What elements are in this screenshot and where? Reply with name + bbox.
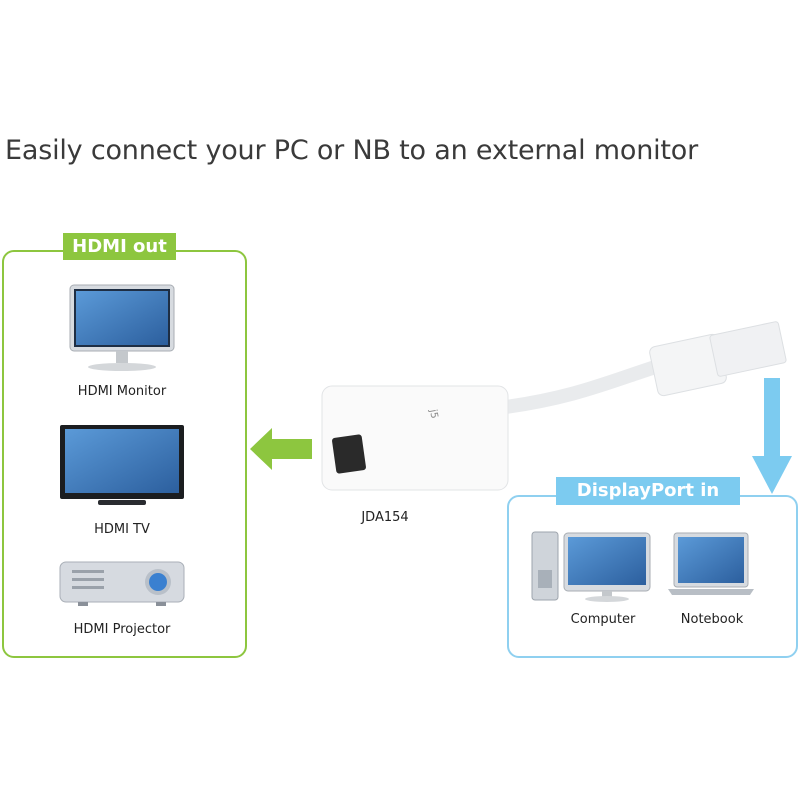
projector-icon [59, 561, 185, 606]
adapter-image: j5 [321, 321, 787, 491]
arrow-down-icon [752, 378, 792, 494]
brand-logo: j5 [427, 408, 440, 420]
device-label-hdmi-monitor: HDMI Monitor [77, 384, 167, 399]
device-label-hdmi-tv: HDMI TV [94, 522, 150, 537]
page-title: Easily connect your PC or NB to an exter… [5, 135, 699, 166]
laptop-icon [668, 532, 754, 595]
device-label-notebook: Notebook [680, 612, 744, 627]
hdmi-out-label: HDMI out [63, 233, 176, 260]
displayport-in-label: DisplayPort in [556, 477, 740, 505]
adapter-model: JDA154 [361, 510, 409, 525]
arrow-left-icon [250, 428, 312, 470]
desktop-computer-icon [531, 531, 651, 602]
device-label-computer: Computer [570, 612, 636, 627]
device-label-hdmi-projector: HDMI Projector [73, 622, 171, 637]
tv-icon [60, 425, 184, 505]
monitor-icon [69, 284, 175, 371]
